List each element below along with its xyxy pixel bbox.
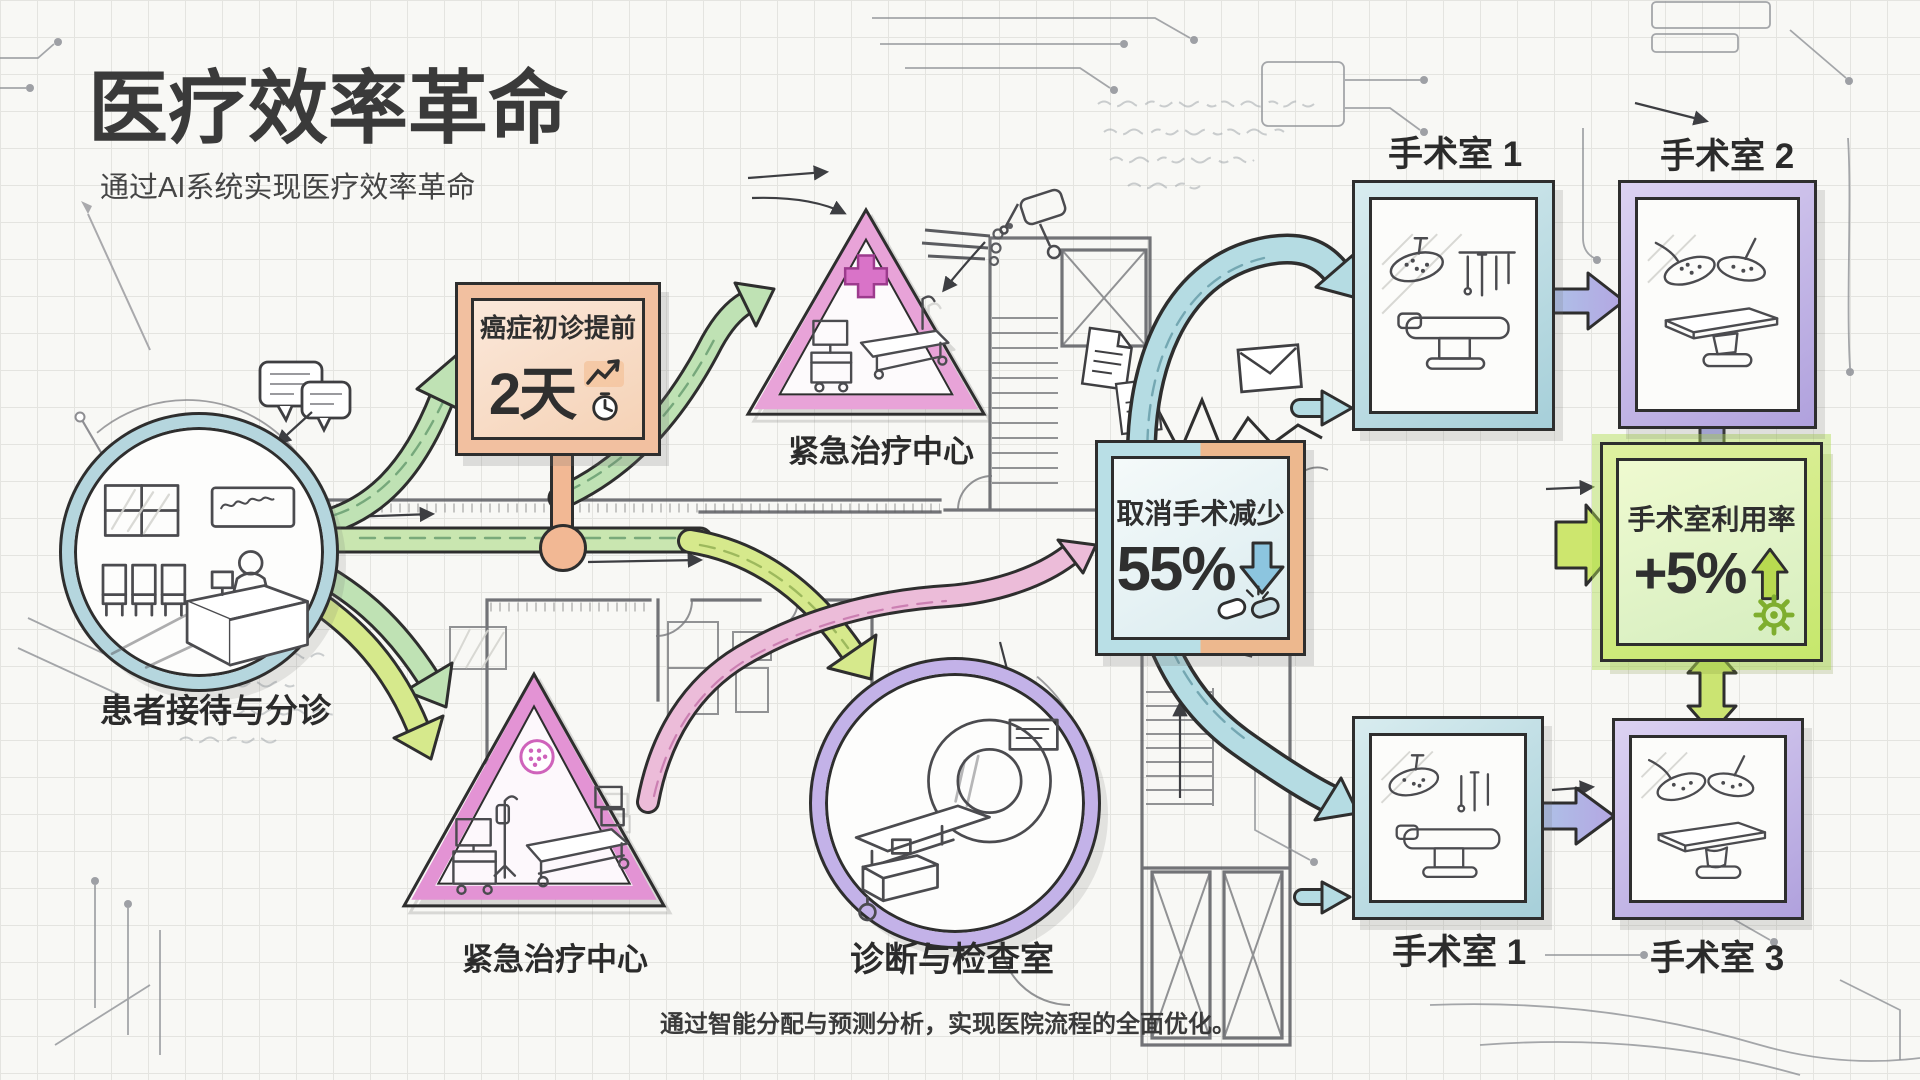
arrow-down-icon <box>1239 541 1285 595</box>
emergency-top-triangle <box>745 206 987 416</box>
cancer-stat-title: 癌症初诊提前 <box>479 312 636 343</box>
dotted-circle-icon <box>519 739 555 775</box>
cancer-stat-value: 2天 <box>488 361 577 427</box>
trend-up-icon <box>584 358 625 387</box>
satellite-scribble <box>999 188 1067 260</box>
or1-bottom-label: 手术室 1 <box>1392 933 1527 972</box>
or3-bottom-box <box>1612 718 1804 920</box>
corridor-wall <box>316 498 942 514</box>
poster-subtitle: 通过AI系统实现医疗效率革命 <box>100 172 476 204</box>
emergency-bottom-label: 紧急治疗中心 <box>462 942 648 977</box>
reception-circle <box>62 415 336 689</box>
er-equipment-sketch-icon <box>810 295 950 393</box>
flow-arrow-reception-to-cancer <box>291 351 465 541</box>
emergency-top-label: 紧急治疗中心 <box>788 434 974 469</box>
arrow-up-icon <box>1751 547 1789 601</box>
reception-sketch-icon <box>101 484 309 669</box>
broken-link-icon <box>1217 585 1280 620</box>
cancer-stat-badge: 癌症初诊提前 2天 <box>455 282 661 456</box>
surgical-lamps-sketch-icon <box>1647 234 1779 368</box>
or2-top-box <box>1618 180 1817 429</box>
or1-bottom-box <box>1352 716 1544 920</box>
operating-table-sketch-icon <box>1380 750 1501 879</box>
mri-sketch-icon <box>854 718 1059 922</box>
cancellation-stat-box: 取消手术减少 55% <box>1095 440 1306 656</box>
emergency-bottom-triangle <box>401 671 667 908</box>
cancellation-stat-title: 取消手术减少 <box>1116 497 1285 529</box>
flow-arrow-main-corridor <box>296 526 714 554</box>
operating-table-sketch-icon <box>1381 233 1516 370</box>
surgical-lamps-sketch-icon <box>1640 751 1767 880</box>
diagnostics-circle <box>812 660 1098 946</box>
chat-bubbles-icon <box>258 360 352 434</box>
pencil-doodle <box>74 201 151 462</box>
utilization-stat-value: +5% <box>1633 540 1748 606</box>
poster-title: 医疗效率革命 <box>88 64 568 153</box>
or1-top-box <box>1352 180 1555 431</box>
or2-top-label: 手术室 2 <box>1660 137 1795 176</box>
flow-arrow-or1b-to-or3 <box>1532 786 1616 846</box>
reception-label: 患者接待与分诊 <box>100 692 331 729</box>
medical-cross-icon <box>843 254 889 299</box>
clock-icon <box>592 391 618 421</box>
poster-caption: 通过智能分配与预测分析，实现医院流程的全面优化。 <box>660 1011 1236 1038</box>
utilization-stat-title: 手术室利用率 <box>1627 503 1796 535</box>
or1-top-label: 手术室 1 <box>1388 135 1523 174</box>
utilization-stat-box: 手术室利用率 +5% <box>1600 442 1823 662</box>
connector-node <box>539 524 587 572</box>
flow-arrow-to-diagnostics <box>677 528 878 681</box>
envelope-icon <box>1236 343 1303 394</box>
diagnostics-label: 诊断与检查室 <box>850 941 1054 979</box>
er-bottom-equipment-sketch-icon <box>452 785 630 895</box>
gear-icon <box>1753 594 1795 636</box>
cancellation-stat-value: 55% <box>1116 534 1236 604</box>
or3-bottom-label: 手术室 3 <box>1650 939 1785 978</box>
